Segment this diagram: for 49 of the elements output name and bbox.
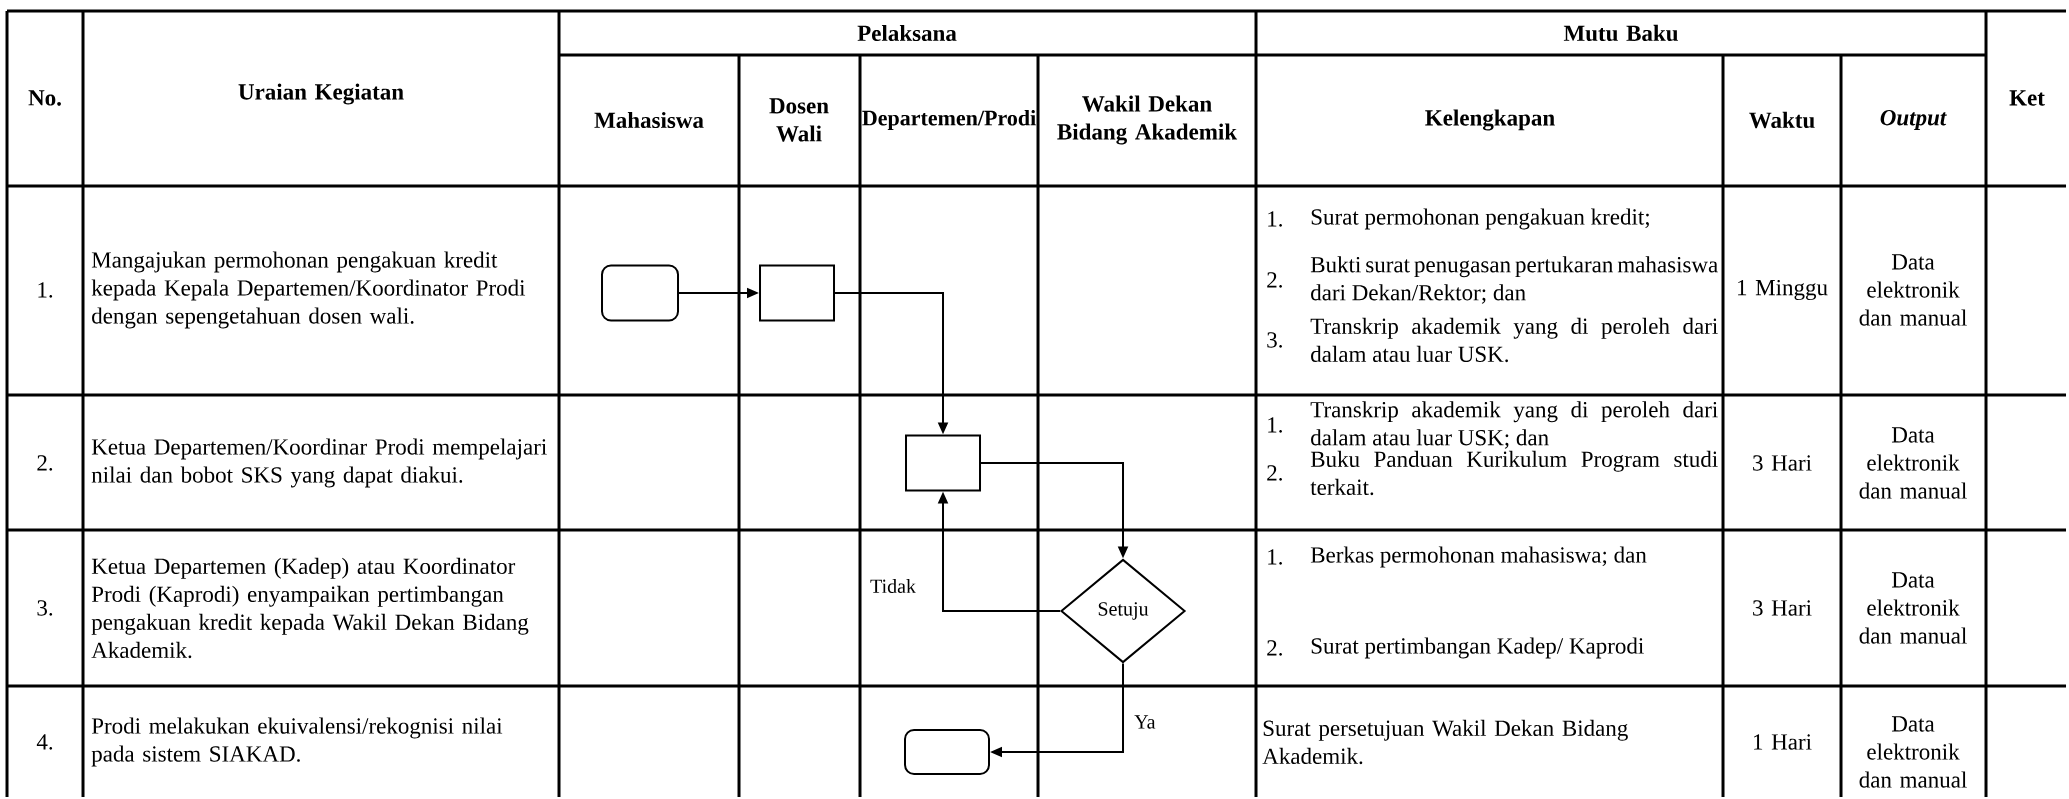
row-number: 4. (36, 734, 53, 750)
row-number: 1. (38, 282, 53, 298)
column-header: Mahasiswa (594, 111, 704, 129)
process-box (905, 434, 981, 492)
column-header: Departemen/Prodi (862, 110, 1036, 130)
duration-text: 1 Hari (1754, 734, 1812, 750)
terminal-shape (601, 264, 679, 322)
column-header: No. (28, 90, 61, 106)
output-text: Data elektronik dan manual (1859, 572, 1967, 644)
duration-text: 3 Hari (1753, 455, 1812, 471)
list-number: 1. (1268, 211, 1282, 227)
output-text: Data elektronik dan manual (1859, 254, 1967, 326)
requirement-item: Buku Panduan Kurikulum Program studi terkait. (1310, 450, 1718, 496)
terminal-shape (904, 729, 990, 775)
column-header: Kelengkapan (1425, 109, 1555, 131)
row-number: 3. (37, 600, 53, 616)
requirement-item: Bukti surat penugasan pertukaran mahasiswa dari Dekan/Rektor; dan (1310, 256, 1718, 304)
list-number: 2. (1267, 272, 1282, 288)
requirement-item: Surat permohonan pengakuan kredit; (1311, 208, 1649, 230)
duration-text: 1 Minggu (1738, 279, 1828, 301)
requirement-item: Transkrip akademik yang di peroleh dari dalam atau luar USK; dan (1310, 401, 1718, 449)
column-header: Wakil Dekan Bidang Akademik (1057, 95, 1238, 145)
column-header: Pelaksana (857, 24, 957, 42)
column-header: Output (1880, 109, 1947, 131)
output-text: Data elektronik dan manual (1859, 427, 1967, 499)
requirement-text: Surat persetujuan Wakil Dekan Bidang Akademik. (1262, 719, 1628, 765)
edge-label: Ya (1134, 715, 1156, 729)
output-text: Data elektronik dan manual (1859, 716, 1967, 788)
column-header: Uraian Kegiatan (238, 83, 404, 105)
list-number: 1. (1268, 549, 1282, 565)
process-box (759, 264, 835, 322)
list-number: 1. (1268, 417, 1282, 433)
column-header: Dosen Wali (769, 98, 829, 142)
activity-description: Prodi melakukan ekuivalensi/rekognisi nilai pada sistem SIAKAD. (91, 717, 503, 767)
list-number: 2. (1267, 465, 1282, 481)
requirement-item: Surat pertimbangan Kadep/ Kaprodi (1311, 637, 1644, 659)
duration-text: 3 Hari (1753, 600, 1812, 616)
column-header: Mutu Baku (1563, 24, 1678, 42)
edge-label: Tidak (870, 578, 916, 593)
requirement-item: Berkas permohonan mahasiswa; dan (1310, 546, 1647, 568)
column-header: Waktu (1749, 111, 1815, 129)
activity-description: Ketua Departemen (Kadep) atau Koordinator Prodi (Kaprodi) enyampaikan pertimbangan pengakuan kredit kepada Wakil Dekan Bidang Akademik. (91, 557, 529, 659)
row-number: 2. (37, 455, 53, 471)
activity-description: Mangajukan permohonan pengakuan kredit kepada Kepala Departemen/Koordinator Prodi dengan sepengetahuan dosen wali. (91, 251, 526, 329)
activity-description: Ketua Departemen/Koordinar Prodi mempelajari nilai dan bobot SKS yang dapat diakui. (91, 438, 547, 488)
list-number: 2. (1267, 640, 1282, 656)
list-number: 3. (1267, 332, 1282, 348)
requirement-item: Transkrip akademik yang di peroleh dari dalam atau luar USK. (1310, 317, 1718, 363)
column-header: Ket (2009, 90, 2045, 106)
